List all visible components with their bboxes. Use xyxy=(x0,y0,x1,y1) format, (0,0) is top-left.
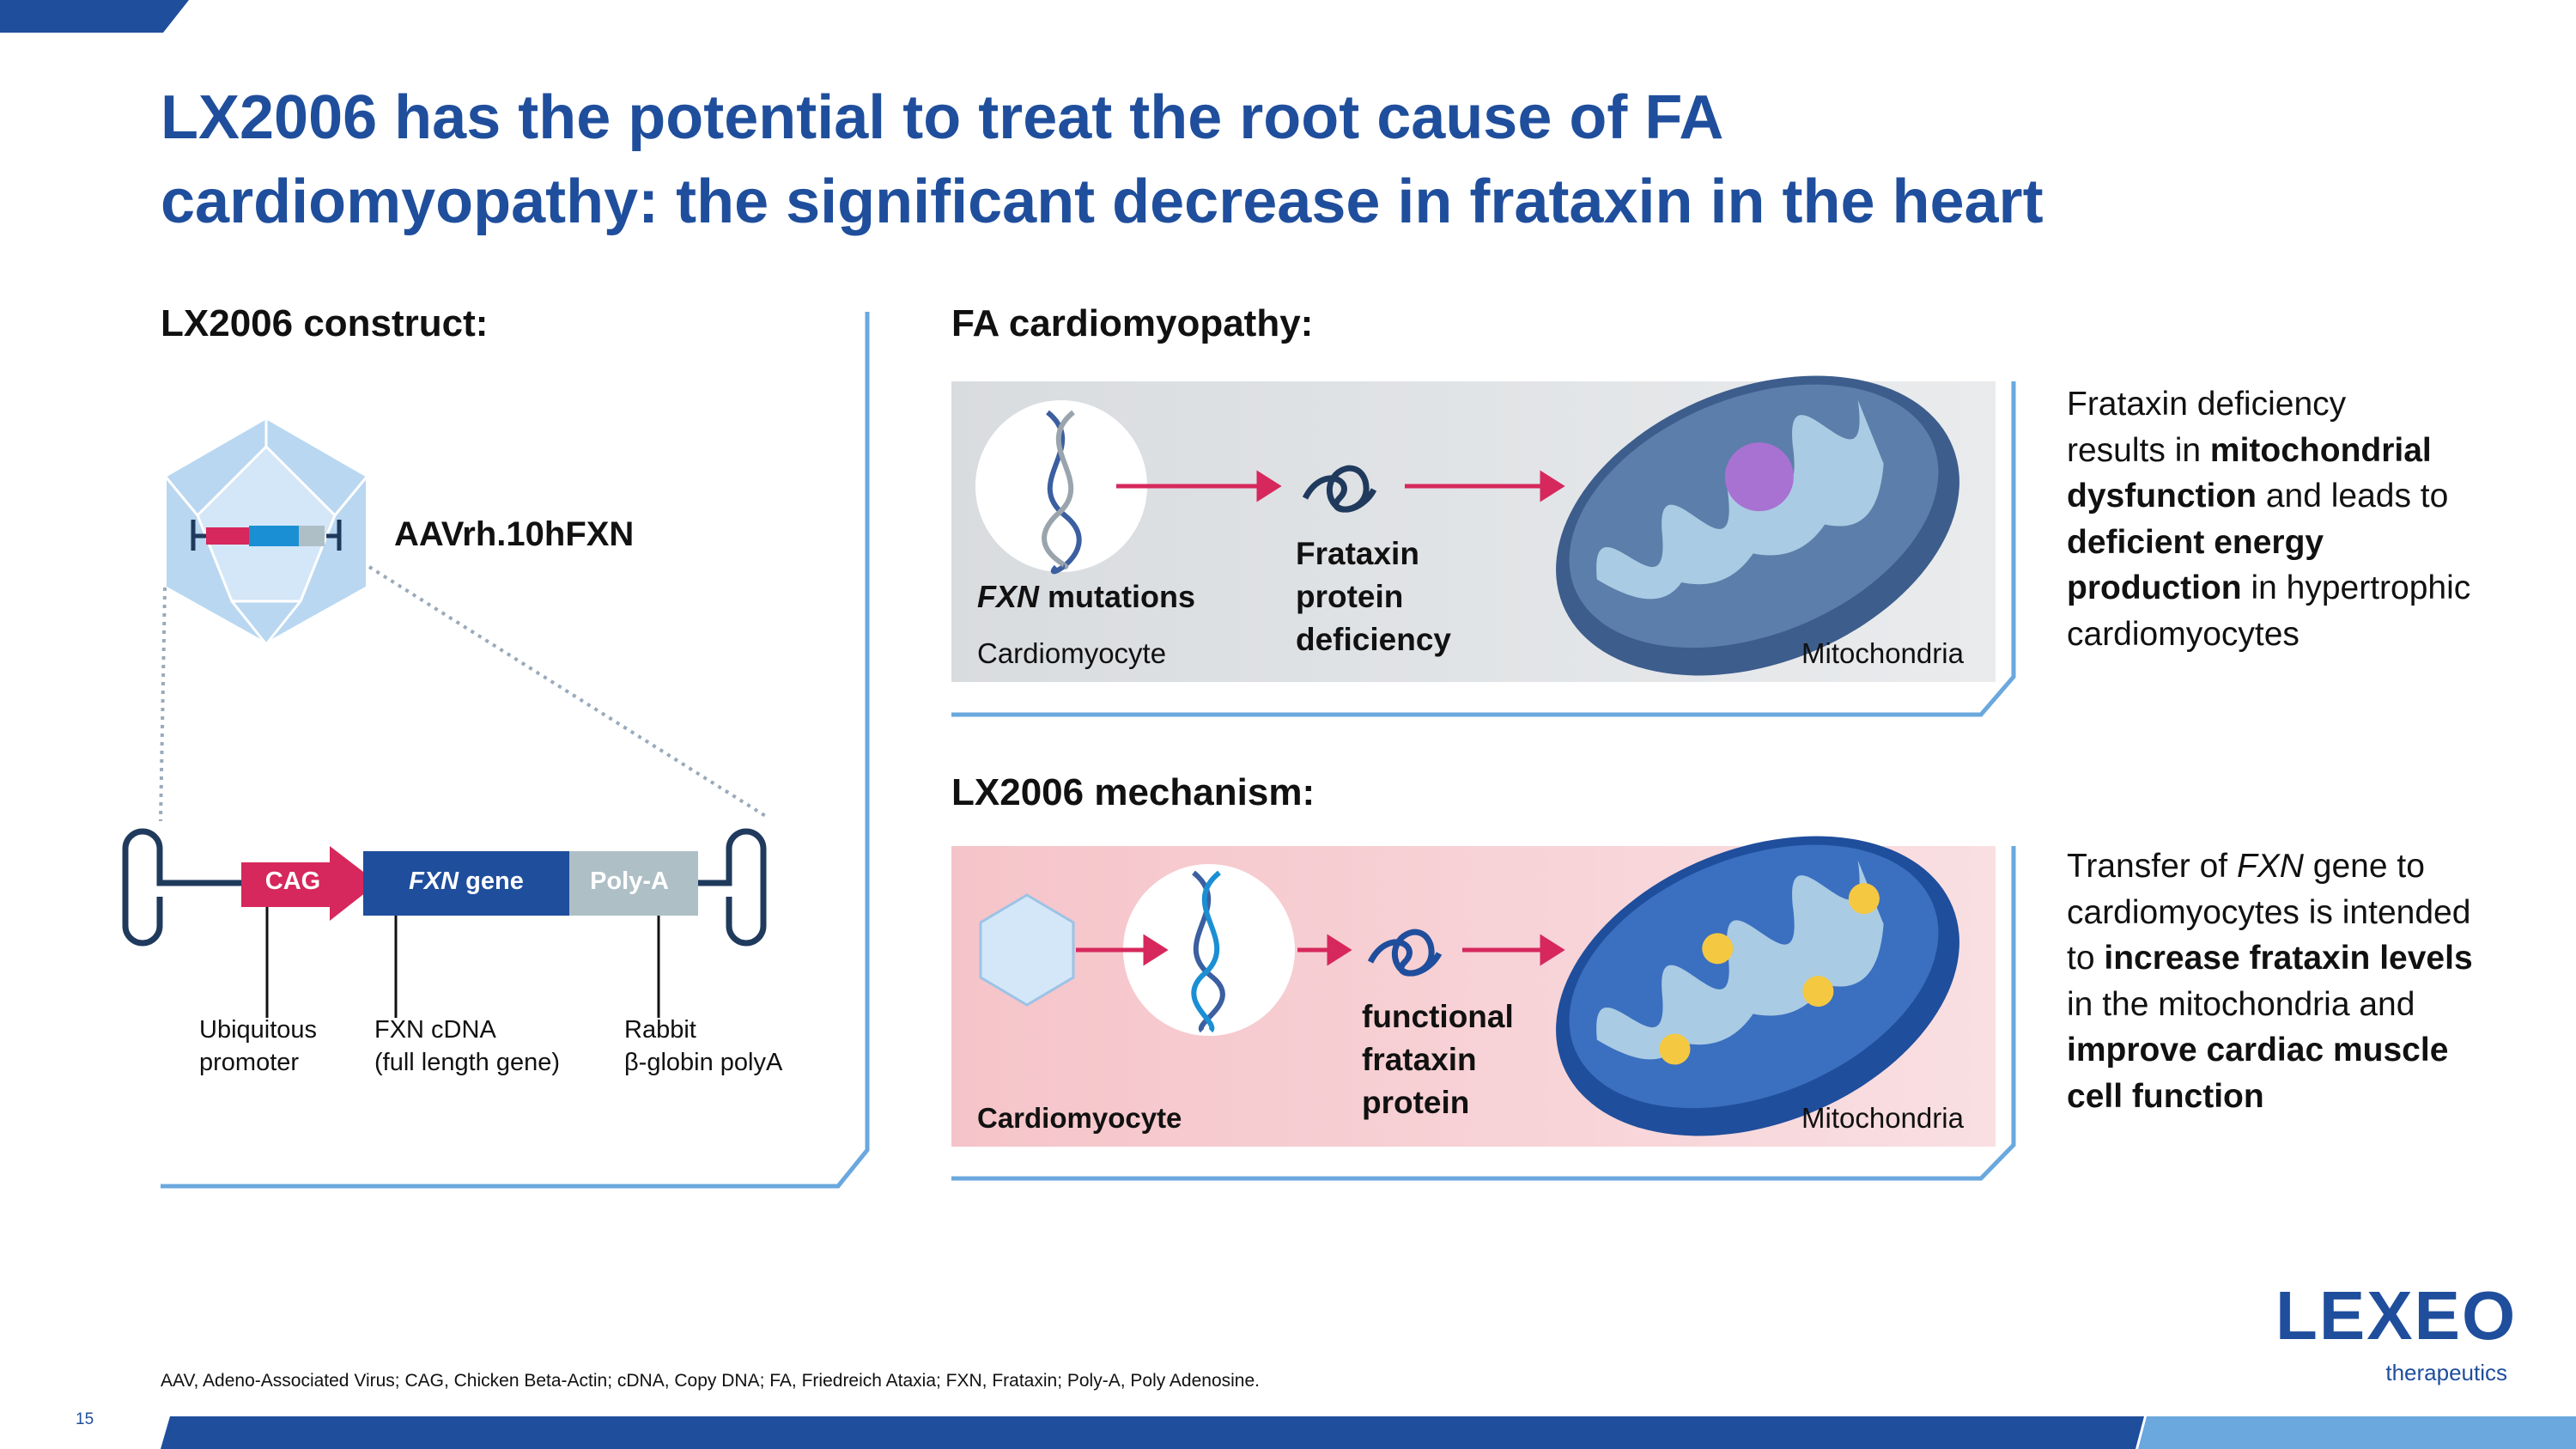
desc-line: results in mitochondrial xyxy=(2067,431,2432,469)
label-line: frataxin xyxy=(1362,1042,1477,1077)
cardiomyocyte-label: Cardiomyocyte xyxy=(977,637,1167,669)
cell-circle xyxy=(975,400,1147,572)
page-number: 15 xyxy=(76,1410,94,1428)
zoom-line-right xyxy=(368,565,769,819)
fxn-gene-block xyxy=(363,851,569,916)
title-line-1: LX2006 has the potential to treat the ro… xyxy=(161,83,1724,152)
frataxin-deficiency-label: Frataxin protein deficiency xyxy=(1296,533,1451,661)
label-line: deficiency xyxy=(1296,622,1451,657)
cdna-caption: FXN cDNA (full length gene) xyxy=(374,1014,560,1079)
caption-line: Ubiquitous xyxy=(199,1016,318,1044)
logo-name: LEXEO xyxy=(2275,1277,2518,1354)
polya-label: Poly-A xyxy=(590,868,669,895)
desc-line: dysfunction and leads to xyxy=(2067,478,2449,514)
cag-promoter-arrow xyxy=(241,846,378,921)
promoter-caption: Ubiquitous promoter xyxy=(199,1014,317,1079)
left-frame xyxy=(161,312,870,1189)
fxn-mutations-label: FXN mutations xyxy=(977,579,1195,615)
mitochondrion-icon xyxy=(1556,375,1959,676)
bottom-bar-accent xyxy=(2138,1416,2576,1449)
panel2-description: Transfer of FXN gene to cardiomyocytes i… xyxy=(2067,843,2548,1119)
cag-label: CAG xyxy=(264,868,321,895)
construct-heading: LX2006 construct: xyxy=(161,302,489,344)
page-title: LX2006 has the potential to treat the ro… xyxy=(161,76,2307,244)
zoom-line-left xyxy=(159,587,167,822)
cell-circle-2 xyxy=(1123,864,1295,1036)
caption-line: Rabbit xyxy=(624,1016,696,1044)
footnote: AAV, Adeno-Associated Virus; CAG, Chicke… xyxy=(161,1371,1260,1391)
dna-icon xyxy=(1046,410,1082,575)
top-corner-bar xyxy=(0,0,189,33)
label-line: protein xyxy=(1362,1085,1470,1120)
mitochondrion-icon-2 xyxy=(1556,836,1959,1136)
desc-line: deficient energy xyxy=(2067,523,2324,561)
mutations-text: mutations xyxy=(1039,579,1196,614)
title-line-2: cardiomyopathy: the significant decrease… xyxy=(161,167,2044,236)
label-line: Frataxin xyxy=(1296,536,1419,571)
logo-tagline: therapeutics xyxy=(2385,1360,2507,1385)
desc-line: cell function xyxy=(2067,1077,2264,1115)
frataxin-protein-icon-2 xyxy=(1367,928,1443,977)
panel1-description: Frataxin deficiency results in mitochond… xyxy=(2067,381,2548,657)
bottom-bar xyxy=(161,1416,2144,1449)
fxn-gene-rest: gene xyxy=(459,868,524,895)
fxn-gene-italic: FXN xyxy=(409,868,459,895)
polya-caption: Rabbit β-globin polyA xyxy=(624,1014,782,1079)
cardiomyocyte-label-2: Cardiomyocyte xyxy=(977,1102,1182,1134)
desc-line: to increase frataxin levels xyxy=(2067,940,2473,977)
lexeo-logo: LEXEO therapeutics xyxy=(2275,1276,2518,1386)
caption-line: β-globin polyA xyxy=(624,1049,783,1076)
mitochondria-label-2: Mitochondria xyxy=(1801,1102,1964,1134)
mechanism-heading: LX2006 mechanism: xyxy=(951,771,1315,813)
fxn-italic: FXN xyxy=(977,579,1039,614)
polya-block xyxy=(569,851,698,916)
label-line: functional xyxy=(1362,999,1514,1034)
small-capsid-icon xyxy=(979,893,1075,1007)
desc-line: in the mitochondria and xyxy=(2067,985,2415,1023)
functional-frataxin-label: functional frataxin protein xyxy=(1362,995,1514,1124)
desc-line: production in hypertrophic xyxy=(2067,569,2471,606)
mitochondria-label: Mitochondria xyxy=(1801,637,1964,669)
panel2-frame xyxy=(951,846,2016,1181)
desc-line: improve cardiac muscle xyxy=(2067,1032,2449,1068)
vector-name: AAVrh.10hFXN xyxy=(394,515,635,553)
aav-capsid-icon xyxy=(163,415,369,647)
desc-line: cardiomyocytes is intended xyxy=(2067,893,2471,931)
fa-cardiomyopathy-heading: FA cardiomyopathy: xyxy=(951,302,1314,344)
caption-line: promoter xyxy=(199,1049,300,1076)
construct-diagram xyxy=(122,828,767,1018)
desc-line: Transfer of FXN gene to xyxy=(2067,848,2425,885)
frataxin-protein-icon xyxy=(1302,465,1377,513)
panel1-frame xyxy=(951,381,2016,717)
desc-line: Frataxin deficiency xyxy=(2067,386,2347,423)
label-line: protein xyxy=(1296,579,1404,614)
caption-line: FXN cDNA xyxy=(374,1016,496,1044)
caption-line: (full length gene) xyxy=(374,1049,561,1076)
desc-line: cardiomyocytes xyxy=(2067,615,2300,653)
fxn-gene-label: FXN gene xyxy=(363,868,569,896)
